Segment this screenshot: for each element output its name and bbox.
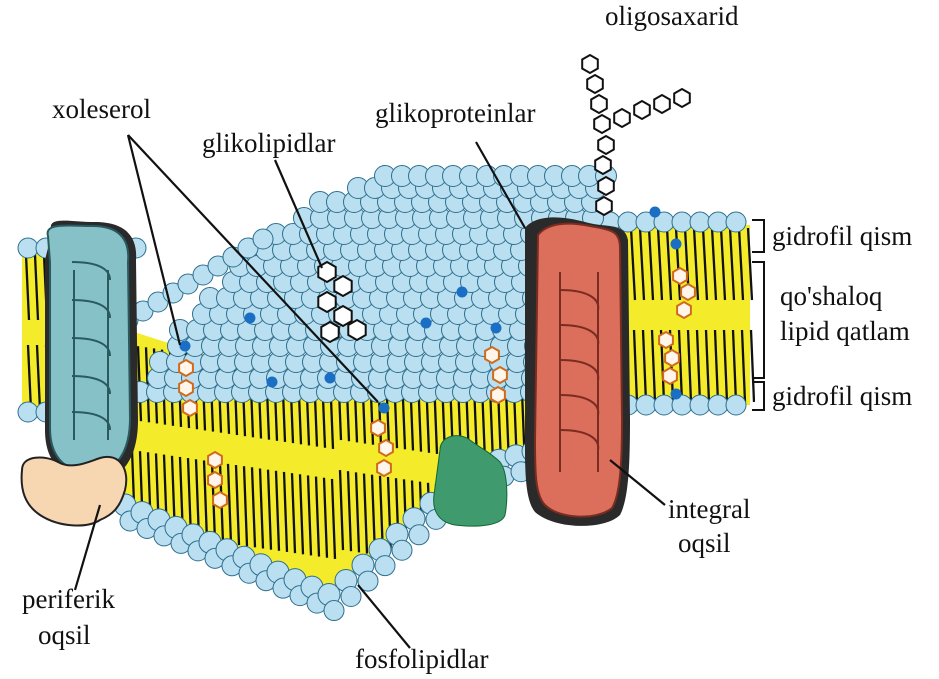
- peripheral-protein: [22, 457, 127, 526]
- label-gidrofil-qism-top: gidrofil qism: [772, 221, 912, 251]
- label-fosfolipidlar: fosfolipidlar: [355, 644, 488, 674]
- label-xoleserol: xoleserol: [52, 94, 151, 124]
- label-oligosaxarid: oligosaxarid: [605, 1, 739, 31]
- label-integral-line1: integral: [668, 494, 750, 524]
- label-glikoproteinlar: glikoproteinlar: [375, 98, 535, 128]
- layer-brackets: [752, 220, 764, 410]
- label-qoshaloq-line1: qo'shaloq: [780, 281, 883, 311]
- label-periferik-line2: oqsil: [38, 620, 91, 650]
- integral-protein-left: [45, 221, 138, 480]
- oligosaccharide-chain: [582, 55, 690, 215]
- label-periferik-line1: periferik: [22, 584, 115, 614]
- label-integral-line2: oqsil: [678, 528, 731, 558]
- integral-protein-right: [525, 217, 630, 526]
- label-glikolipidlar: glikolipidlar: [202, 128, 335, 158]
- label-qoshaloq-line2: lipid qatlam: [780, 316, 910, 346]
- label-gidrofil-qism-bottom: gidrofil qism: [772, 381, 912, 411]
